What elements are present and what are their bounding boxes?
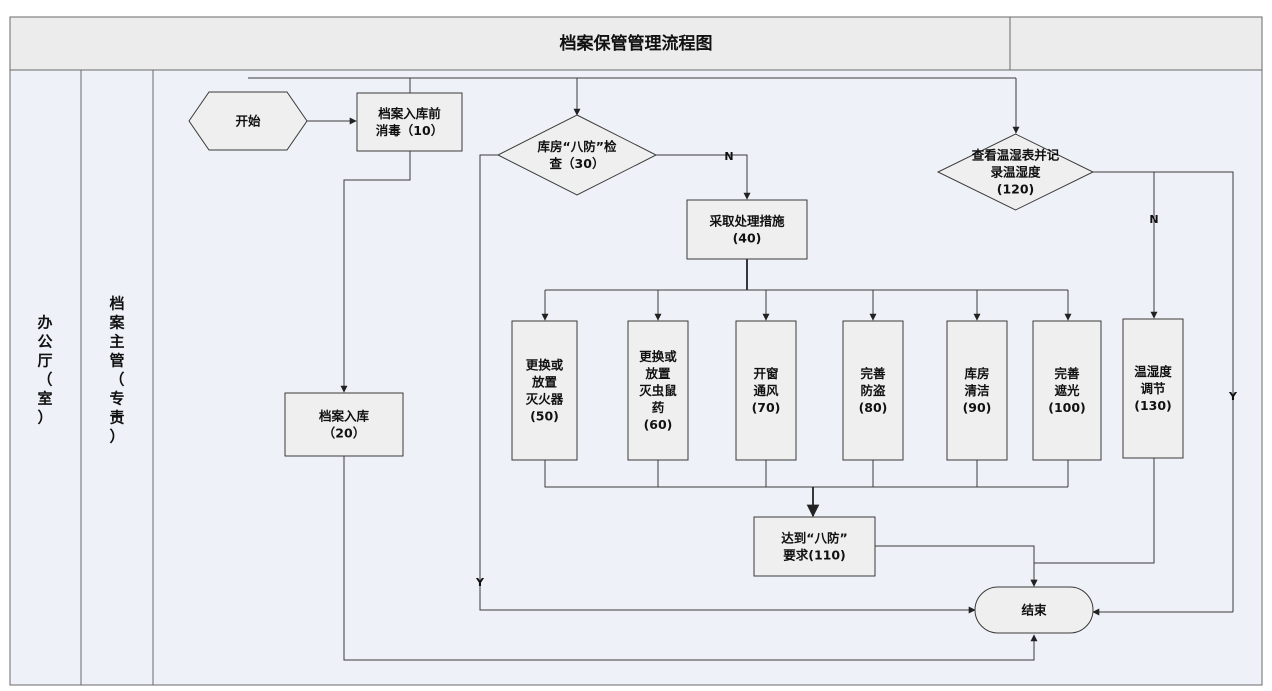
node-start: 开始 (188, 91, 308, 151)
node-n100-label: 完善 (1054, 366, 1080, 381)
node-n50-label: 放置 (531, 375, 558, 390)
edge-label-n120-no: N (1149, 213, 1158, 226)
node-n90-label: (90) (963, 400, 992, 415)
node-n50-label: 更换或 (526, 358, 564, 373)
node-n30: 库房“八防”检查（30） (496, 114, 658, 196)
node-n120-label: (120) (997, 182, 1035, 197)
node-n100-label: 遮光 (1054, 383, 1080, 398)
node-n10-shape (356, 92, 463, 152)
node-n20: 档案入库 （20） (284, 392, 404, 457)
node-n80-label: 防盗 (860, 383, 886, 398)
node-n70-label: 通风 (753, 383, 779, 398)
node-n100-label: (100) (1048, 400, 1086, 415)
node-end: 结束 (974, 586, 1094, 634)
node-n110-label: 要求(110) (783, 548, 846, 563)
node-n20-label: 档案入库 (319, 409, 370, 424)
node-n130-label: 调节 (1140, 381, 1166, 396)
node-start-label: 开始 (235, 114, 261, 129)
node-n60-label: (60) (644, 417, 673, 432)
node-n60-label: 更换或 (639, 349, 677, 364)
node-n40-label: 采取处理措施 (708, 214, 785, 229)
lane-label-office: 办公厅（室） (37, 314, 52, 427)
node-n90-shape (946, 320, 1008, 461)
node-n60-label: 放置 (644, 366, 671, 381)
node-n30-label: 库房“八防”检 (538, 139, 617, 154)
node-n110-shape (753, 516, 876, 577)
lane-office (9, 69, 82, 686)
node-n130-label: (130) (1134, 398, 1172, 413)
node-n40: 采取处理措施 (40) (686, 199, 808, 260)
lane-label-archivist: 档案主管（专责） (108, 295, 125, 446)
node-start-shape (188, 91, 308, 151)
node-n80-shape (842, 320, 904, 461)
edge-label-n30-no: N (724, 150, 733, 163)
node-n40-shape (686, 199, 808, 260)
node-n30-label: 查（30） (549, 156, 605, 171)
node-end-label: 结束 (1021, 603, 1047, 618)
node-n90-label: 清洁 (964, 383, 990, 398)
node-n110-label: 达到“八防” (781, 531, 847, 546)
node-n120-label: 录温湿度 (990, 165, 1041, 180)
node-n120-label: 查看温湿表并记 (971, 148, 1060, 163)
page-title: 档案保管管理流程图 (560, 33, 713, 54)
node-n130-label: 温湿度 (1134, 364, 1172, 379)
node-n20-shape (284, 392, 404, 457)
node-n20-label: （20） (323, 426, 365, 441)
node-n10-label: 档案入库前 (378, 106, 441, 121)
node-n110: 达到“八防” 要求(110) (753, 516, 876, 577)
node-n10-label: 消毒（10） (376, 123, 443, 138)
node-n70-label: (70) (752, 400, 781, 415)
node-n120-shape (936, 133, 1095, 211)
node-n70-shape (735, 320, 797, 461)
node-n30-shape (496, 114, 658, 196)
edge-label-n30-yes: Y (475, 576, 485, 589)
node-n70-label: 开窗 (753, 366, 778, 381)
node-n50-shape (511, 320, 578, 461)
node-n50-label: 灭火器 (525, 392, 564, 407)
node-n40-label: (40) (733, 231, 762, 246)
node-end-shape (974, 586, 1094, 634)
node-n80-label: 完善 (860, 366, 886, 381)
node-n50-label: (50) (530, 409, 559, 424)
title-bar (9, 16, 1263, 71)
node-n80-label: (80) (859, 400, 888, 415)
node-n130-shape (1122, 318, 1184, 459)
node-n90-label: 库房 (964, 366, 989, 381)
node-n100-shape (1032, 320, 1102, 461)
node-n60-shape (627, 320, 689, 461)
edge-label-n120-yes: Y (1228, 390, 1238, 403)
node-n60-label: 药 (652, 400, 665, 415)
node-n60-label: 灭虫鼠 (638, 383, 677, 398)
